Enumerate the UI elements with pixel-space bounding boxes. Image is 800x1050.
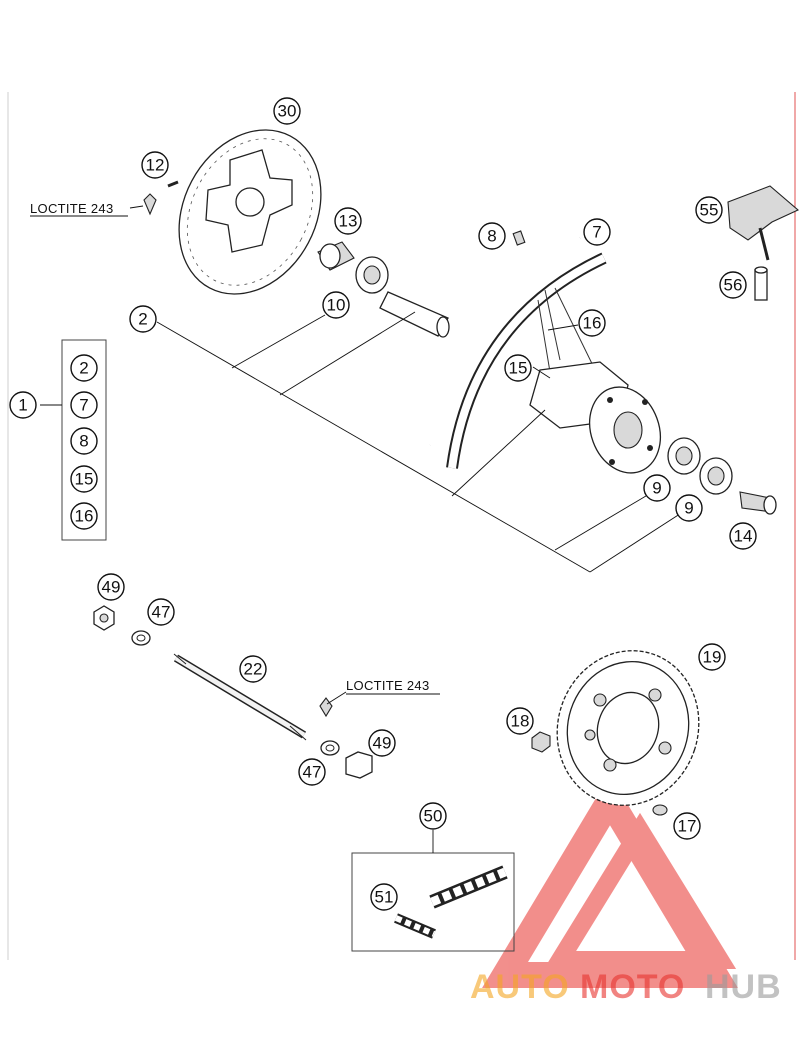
svg-text:8: 8 <box>487 227 496 246</box>
disc-bolt <box>143 180 179 216</box>
rear-sprocket <box>556 650 700 806</box>
drive-chain <box>429 865 508 909</box>
sprocket-bolt <box>652 804 668 816</box>
svg-text:55: 55 <box>700 201 719 220</box>
hub-bearing-2 <box>699 457 733 495</box>
brake-disc <box>178 129 322 295</box>
svg-text:47: 47 <box>303 763 322 782</box>
callout-22: 22 <box>239 655 267 683</box>
svg-text:12: 12 <box>146 156 165 175</box>
washer-right <box>320 740 340 756</box>
loctite-label-top: LOCTITE 243 <box>30 201 114 216</box>
callout-8: 8 <box>478 222 506 250</box>
callout-13: 13 <box>334 207 362 235</box>
kit-item-8: 8 <box>70 427 98 455</box>
loctite-label-axle: LOCTITE 243 <box>346 678 430 693</box>
svg-text:50: 50 <box>424 807 443 826</box>
chain-guide <box>727 185 800 261</box>
svg-text:13: 13 <box>339 212 358 231</box>
svg-text:19: 19 <box>703 648 722 667</box>
svg-text:7: 7 <box>592 223 601 242</box>
nut-left <box>93 605 115 631</box>
callout-56: 56 <box>719 271 747 299</box>
axle-spacer <box>739 491 777 515</box>
svg-text:15: 15 <box>509 359 528 378</box>
wheel-rim <box>425 233 607 469</box>
callout-49a: 49 <box>97 573 125 601</box>
watermark-part-hub: HUB <box>705 968 782 1006</box>
callout-55: 55 <box>695 196 723 224</box>
callout-47a: 47 <box>147 598 175 626</box>
svg-text:10: 10 <box>327 296 346 315</box>
svg-text:30: 30 <box>278 102 297 121</box>
svg-text:18: 18 <box>511 712 530 731</box>
wheel-hub <box>529 361 661 474</box>
watermark-part-moto: MOTO <box>580 968 685 1006</box>
rear-axle <box>173 653 307 741</box>
svg-text:9: 9 <box>652 479 661 498</box>
svg-text:17: 17 <box>678 817 697 836</box>
svg-text:16: 16 <box>75 507 94 526</box>
axle-loctite-drop <box>319 697 333 718</box>
nut-right <box>345 751 373 779</box>
kit-list-box <box>61 339 107 541</box>
wheel-bearing <box>355 256 389 294</box>
washer-left <box>131 630 151 646</box>
svg-text:2: 2 <box>79 359 88 378</box>
callout-17: 17 <box>673 812 701 840</box>
kit-item-2: 2 <box>70 354 98 382</box>
spoke-nipple <box>512 230 526 246</box>
callout-16: 16 <box>578 309 606 337</box>
svg-text:51: 51 <box>375 888 394 907</box>
callout-1: 1 <box>9 391 37 419</box>
callout-10: 10 <box>322 291 350 319</box>
callout-50: 50 <box>419 802 447 830</box>
master-link <box>394 913 436 939</box>
callout-15: 15 <box>504 354 532 382</box>
svg-text:9: 9 <box>684 499 693 518</box>
svg-text:15: 15 <box>75 470 94 489</box>
svg-text:47: 47 <box>152 603 171 622</box>
callout-14: 14 <box>729 522 757 550</box>
callout-30: 30 <box>273 97 301 125</box>
svg-text:14: 14 <box>734 527 753 546</box>
callout-9a: 9 <box>643 474 671 502</box>
guide-bushing <box>754 266 768 301</box>
kit-item-15: 15 <box>70 465 98 493</box>
callout-12: 12 <box>141 151 169 179</box>
svg-text:8: 8 <box>79 432 88 451</box>
callout-19: 19 <box>698 643 726 671</box>
hub-bearing-1 <box>667 437 701 475</box>
callout-49b: 49 <box>368 729 396 757</box>
svg-text:7: 7 <box>79 396 88 415</box>
svg-text:1: 1 <box>18 396 27 415</box>
callout-2: 2 <box>129 305 157 333</box>
callout-47b: 47 <box>298 758 326 786</box>
watermark-text: AUTO MOTO HUB <box>470 968 782 1006</box>
watermark-part-auto: AUTO <box>470 968 570 1006</box>
distance-sleeve <box>379 291 450 338</box>
sprocket-nut <box>531 731 551 753</box>
assembly-leader-lines <box>156 311 687 573</box>
callout-9b: 9 <box>675 494 703 522</box>
svg-text:56: 56 <box>724 276 743 295</box>
svg-text:49: 49 <box>373 734 392 753</box>
svg-text:22: 22 <box>244 660 263 679</box>
wheel-spacer <box>317 241 355 271</box>
svg-text:16: 16 <box>583 314 602 333</box>
callout-18: 18 <box>506 707 534 735</box>
kit-item-7: 7 <box>70 391 98 419</box>
automotohub-watermark-logo <box>482 774 738 988</box>
svg-text:49: 49 <box>102 578 121 597</box>
callout-7: 7 <box>583 218 611 246</box>
svg-text:2: 2 <box>138 310 147 329</box>
callout-51: 51 <box>370 883 398 911</box>
kit-item-16: 16 <box>70 502 98 530</box>
